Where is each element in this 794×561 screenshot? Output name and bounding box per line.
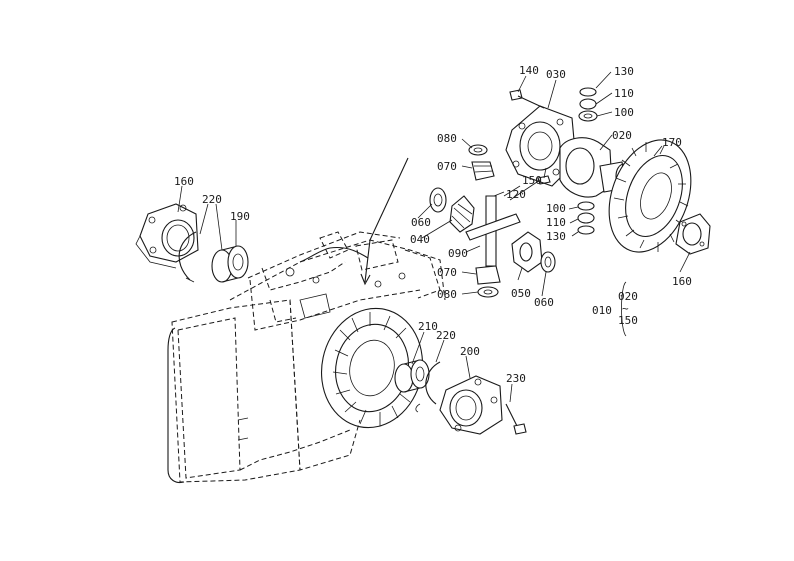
label-030: 030 xyxy=(546,68,566,81)
label-160-left: 160 xyxy=(174,175,194,188)
label-110-lower: 110 xyxy=(546,216,566,229)
label-230: 230 xyxy=(506,372,526,385)
label-060-top: 060 xyxy=(411,216,431,229)
pinion-assembly xyxy=(429,144,556,298)
label-060-lower: 060 xyxy=(534,296,554,309)
label-050: 050 xyxy=(511,287,531,300)
label-080-top: 080 xyxy=(437,132,457,145)
bearing-190 xyxy=(211,245,249,283)
differential-case xyxy=(505,105,633,198)
label-150-group: 150 xyxy=(618,314,638,327)
label-010: 010 xyxy=(592,304,612,317)
bearing-210 xyxy=(394,359,430,393)
label-070-lower: 070 xyxy=(437,266,457,279)
label-160-right: 160 xyxy=(672,275,692,288)
snap-ring-left xyxy=(178,231,197,283)
washer-stack-top xyxy=(578,87,598,122)
label-110-top: 110 xyxy=(614,87,634,100)
label-190: 190 xyxy=(230,210,250,223)
leader-lines xyxy=(177,71,691,403)
label-100-lower: 100 xyxy=(546,202,566,215)
label-080-lower: 080 xyxy=(437,288,457,301)
label-020-group: 020 xyxy=(618,290,638,303)
flange-200 xyxy=(439,375,503,435)
label-090: 090 xyxy=(448,247,468,260)
label-100-top: 100 xyxy=(614,106,634,119)
snap-ring-right xyxy=(415,361,441,413)
bolt-140 xyxy=(509,89,545,109)
label-220-left: 220 xyxy=(202,193,222,206)
label-070-top: 070 xyxy=(437,160,457,173)
label-130-lower: 130 xyxy=(546,230,566,243)
label-170: 170 xyxy=(662,136,682,149)
label-range-tilde: ~ xyxy=(622,302,629,315)
ring-gear-170 xyxy=(608,139,692,253)
label-130-top: 130 xyxy=(614,65,634,78)
label-210: 210 xyxy=(418,320,438,333)
bolt-230 xyxy=(505,403,527,435)
label-140: 140 xyxy=(519,64,539,77)
label-120: 120 xyxy=(506,188,526,201)
label-020: 020 xyxy=(612,129,632,142)
assembly-pointer-arrow xyxy=(360,157,409,286)
label-220-right: 220 xyxy=(436,329,456,342)
washer-stack-lower xyxy=(577,201,595,235)
flange-right xyxy=(675,213,711,255)
transmission-housing xyxy=(167,231,446,484)
label-200: 200 xyxy=(460,345,480,358)
label-150: 150 xyxy=(522,174,542,187)
label-040: 040 xyxy=(410,233,430,246)
part-labels: 140 030 130 110 100 020 170 080 070 150 … xyxy=(174,64,692,385)
